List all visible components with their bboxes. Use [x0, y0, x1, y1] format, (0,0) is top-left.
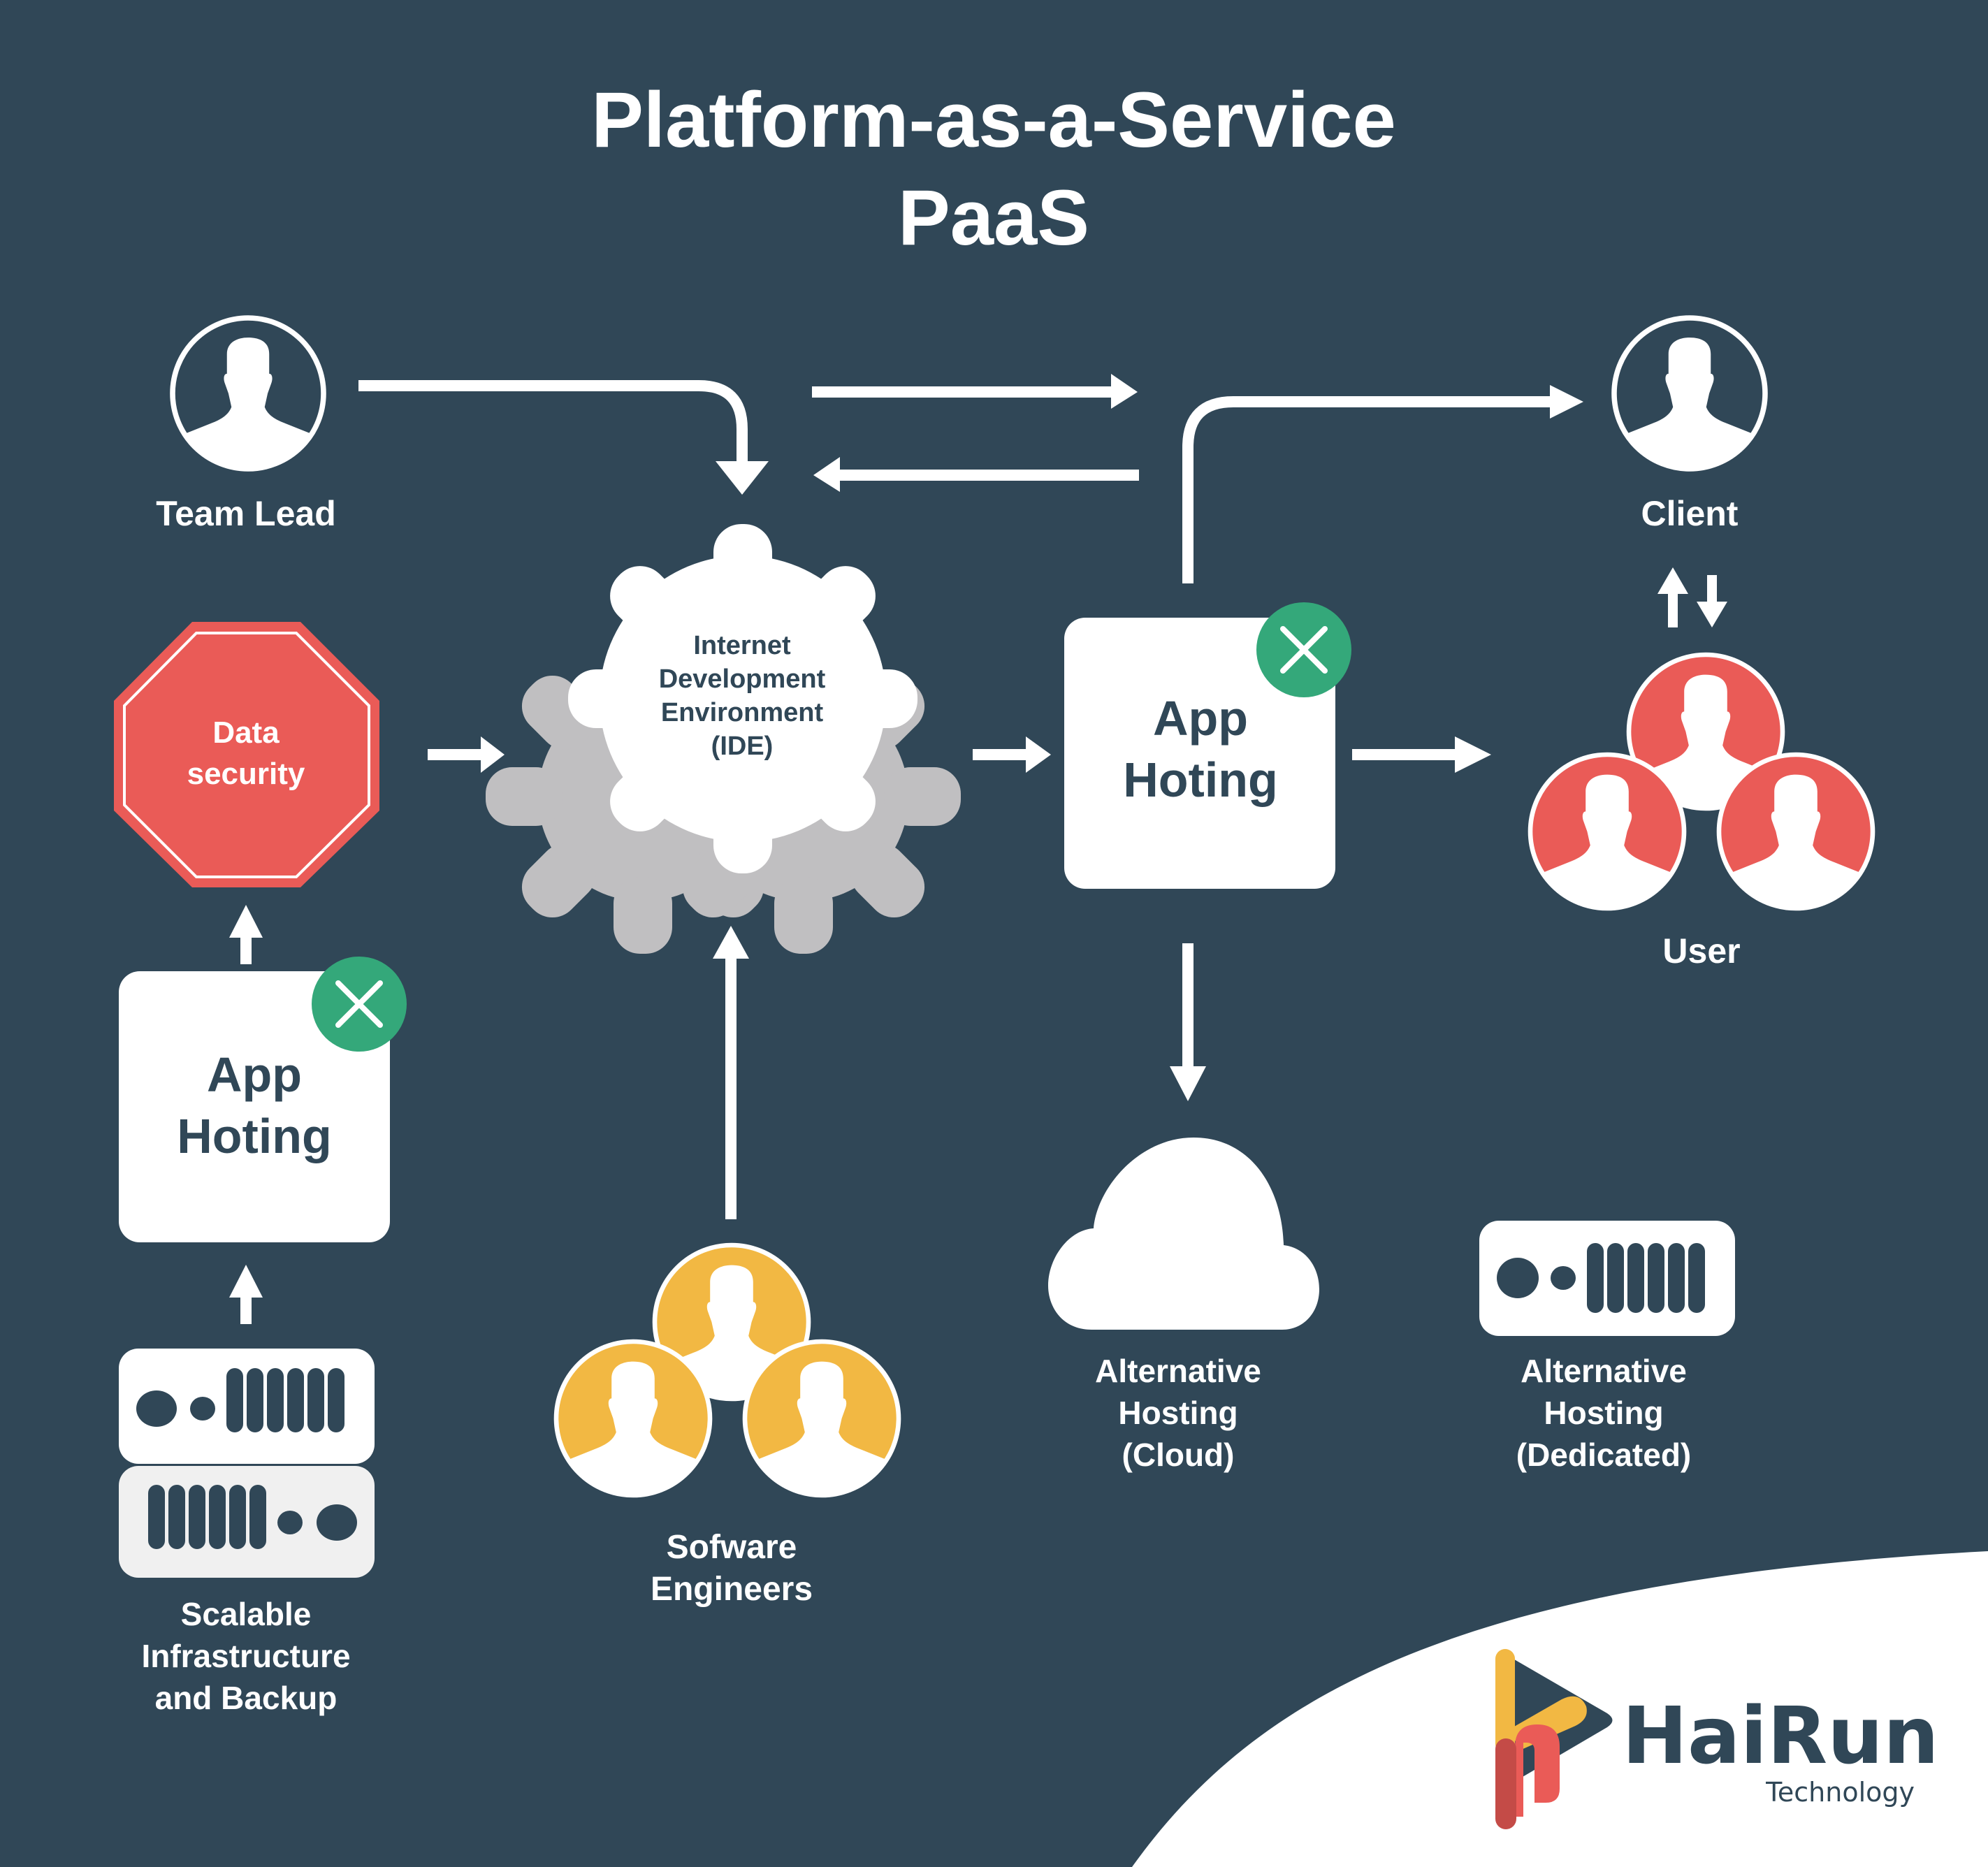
- data-security-node[interactable]: Data security: [114, 622, 379, 887]
- arrow-head-right: [1111, 374, 1138, 409]
- ide-label-line3: Environment: [661, 698, 824, 727]
- ide-node[interactable]: Internet Development Environment (IDE): [486, 524, 961, 954]
- scalable-infra-node[interactable]: Scalable Infrastructure and Backup: [119, 1349, 375, 1716]
- person-icon: [1611, 315, 1768, 472]
- ide-label-line4: (IDE): [711, 732, 774, 761]
- arrow-ide-to-right-shaft: [812, 386, 1112, 398]
- arrow-head-right: [1550, 385, 1583, 419]
- data-security-line2: security: [187, 757, 305, 791]
- arrow-head-up: [229, 905, 263, 938]
- arrow-apphosting-to-cloud-shaft: [1182, 943, 1193, 1069]
- infra-label-line3: and Backup: [155, 1680, 338, 1716]
- arrow-head-right: [1026, 736, 1051, 773]
- dedicated-label-line2: Hosting: [1544, 1395, 1663, 1431]
- app-hosting-left-node[interactable]: App Hoting: [119, 957, 407, 1242]
- software-engineers-node[interactable]: Sofware Engineers: [553, 1242, 901, 1608]
- user-avatar: [1716, 752, 1875, 911]
- infra-label-line2: Infrastructure: [141, 1638, 350, 1674]
- user-avatar: [1528, 752, 1687, 911]
- arrow-head-down: [716, 461, 769, 495]
- app-hosting-box: [119, 971, 390, 1242]
- engineer-avatar: [553, 1339, 713, 1498]
- ide-label-line2: Development: [659, 664, 826, 694]
- logo-tagline: Technology: [1765, 1777, 1915, 1808]
- arrow-head-up: [229, 1265, 263, 1298]
- arrow-users-to-client-shaft: [1668, 593, 1678, 627]
- close-icon[interactable]: [312, 957, 407, 1052]
- logo-mark-icon: [1495, 1649, 1613, 1829]
- dedicated-label-line3: (Dedicated): [1516, 1437, 1691, 1473]
- cloud-label-line1: Alternative: [1095, 1353, 1261, 1389]
- arrow-engineers-to-ide-shaft: [725, 957, 737, 1219]
- logo-name: HaiRun: [1622, 1691, 1938, 1782]
- arrow-ide-to-apphosting-shaft: [973, 749, 1029, 760]
- close-icon[interactable]: [1256, 602, 1351, 697]
- app-hosting-main-node[interactable]: App Hoting: [1064, 602, 1351, 889]
- cloud-label-line3: (Cloud): [1122, 1437, 1235, 1473]
- dedicated-label-line1: Alternative: [1521, 1353, 1687, 1389]
- gear-front: [568, 524, 917, 873]
- app-hosting-left-line1: App: [207, 1047, 302, 1102]
- client-label: Client: [1641, 494, 1739, 533]
- arrow-right-to-ide-shaft: [839, 470, 1139, 481]
- alt-dedicated-node[interactable]: Alternative Hosting (Dedicated): [1479, 1221, 1735, 1473]
- arrow-head-up: [1657, 567, 1688, 594]
- user-avatar: [1626, 652, 1785, 811]
- server-stack-icon: [119, 1349, 375, 1578]
- data-security-line1: Data: [212, 715, 280, 750]
- arrow-teamlead-to-ide: [358, 380, 748, 461]
- ide-label-line1: Internet: [693, 631, 791, 660]
- arrow-head-down: [1697, 602, 1727, 627]
- engineers-label-line1: Sofware: [667, 1529, 797, 1566]
- users-label: User: [1662, 931, 1740, 971]
- hairun-logo[interactable]: HaiRun Technology: [1495, 1649, 1939, 1829]
- engineers-label-line2: Engineers: [651, 1571, 813, 1608]
- octagon-icon: [114, 622, 379, 887]
- arrow-head-left: [813, 457, 840, 492]
- arrow-head-down: [1170, 1066, 1206, 1101]
- arrow-head-up: [713, 926, 749, 959]
- alt-cloud-node[interactable]: Alternative Hosting (Cloud): [1048, 1138, 1319, 1473]
- arrow-security-to-ide-shaft: [428, 749, 484, 760]
- person-icon: [170, 315, 326, 472]
- people-group-icon: [553, 1242, 901, 1498]
- app-hosting-main-line1: App: [1153, 691, 1248, 746]
- cloud-icon: [1048, 1138, 1319, 1330]
- title-line1: Platform-as-a-Service: [591, 76, 1396, 164]
- arrow-apphosting-to-security-shaft: [240, 936, 252, 964]
- engineer-avatar: [742, 1339, 901, 1498]
- arrow-client-to-users-shaft: [1707, 575, 1717, 603]
- app-hosting-box: [1064, 618, 1335, 889]
- arrow-infra-to-apphosting-shaft: [240, 1296, 252, 1324]
- cloud-label-line2: Hosting: [1118, 1395, 1238, 1431]
- infra-label-line1: Scalable: [181, 1596, 312, 1632]
- octagon-inner-border: [123, 632, 370, 878]
- users-node[interactable]: User: [1528, 652, 1875, 971]
- arrow-apphosting-to-client: [1182, 396, 1551, 583]
- arrow-head-right: [481, 736, 505, 773]
- title-line2: PaaS: [898, 174, 1089, 261]
- app-hosting-left-line2: Hoting: [177, 1109, 332, 1163]
- client-node[interactable]: Client: [1611, 315, 1768, 533]
- arrow-apphosting-to-users-shaft: [1352, 749, 1457, 760]
- app-hosting-main-line2: Hoting: [1123, 753, 1278, 807]
- team-lead-label: Team Lead: [156, 494, 336, 533]
- arrow-head-right: [1455, 736, 1491, 773]
- connectors: [229, 374, 1727, 1324]
- team-lead-node[interactable]: Team Lead: [156, 315, 336, 533]
- server-icon: [1479, 1221, 1735, 1336]
- people-group-icon: [1528, 652, 1875, 911]
